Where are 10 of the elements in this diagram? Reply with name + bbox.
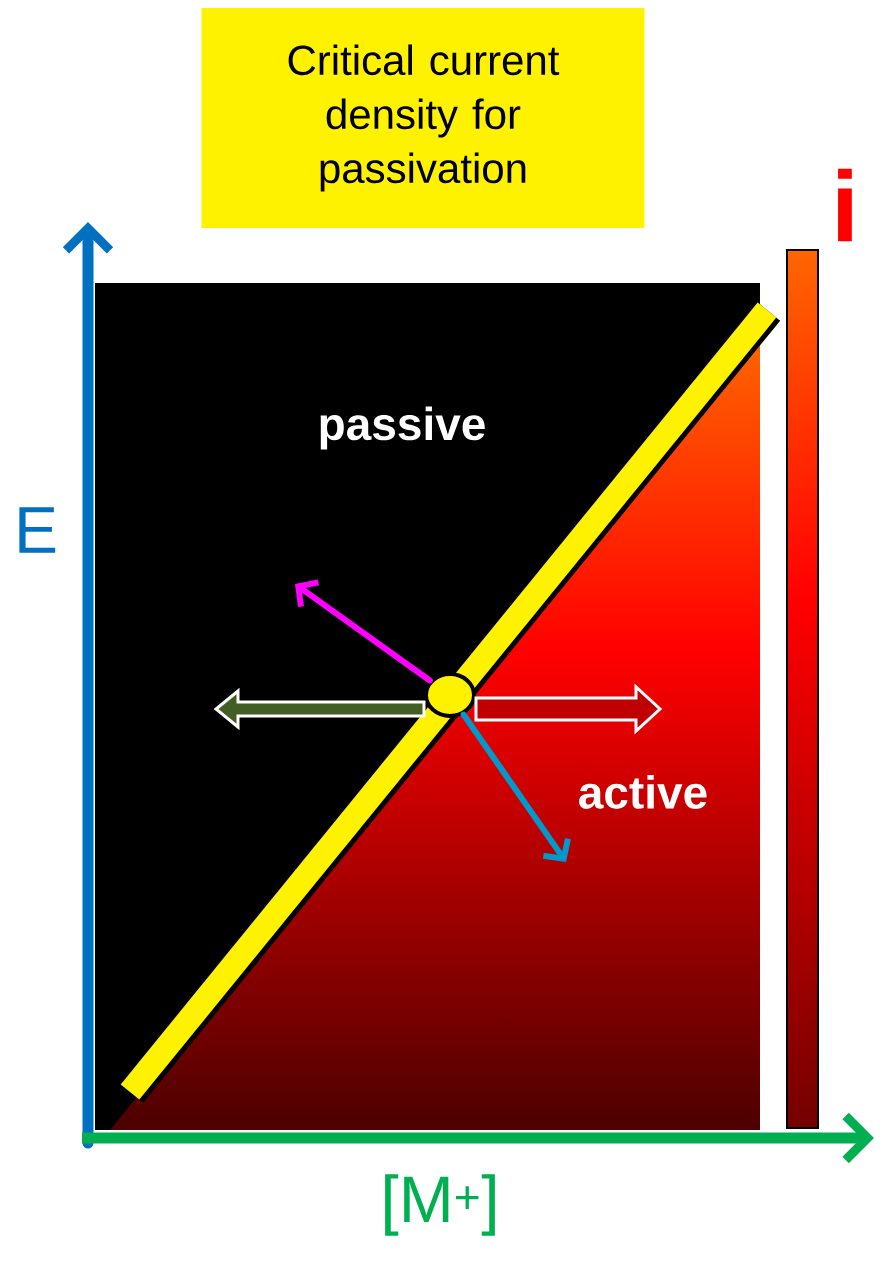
- title-box: Critical current density for passivation: [201, 8, 645, 228]
- axis-label: [M$^{+}$]: [385, 1174, 495, 1236]
- region-label: active: [579, 775, 707, 809]
- arrow: [295, 579, 433, 684]
- region-label: passive: [320, 406, 485, 450]
- hollow-arrow: [213, 687, 426, 731]
- hollow-arrow: [474, 683, 663, 735]
- arrow: [460, 711, 571, 862]
- current-symbol: i: [838, 168, 852, 242]
- axis-label: E: [19, 507, 56, 553]
